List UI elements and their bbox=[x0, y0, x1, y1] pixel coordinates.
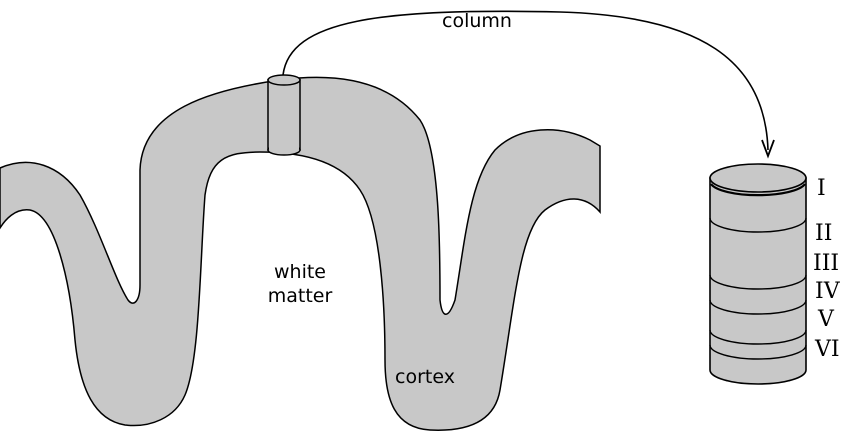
enlarged-column bbox=[710, 164, 806, 384]
layer-label-iv: IV bbox=[815, 279, 841, 304]
column-sample bbox=[268, 75, 300, 155]
layer-label-vi: VI bbox=[814, 337, 840, 362]
column-label: column bbox=[442, 10, 512, 32]
layer-label-ii: II bbox=[815, 221, 832, 246]
layer-label-i: I bbox=[817, 176, 826, 201]
column-sample-top bbox=[268, 75, 300, 85]
cortex-label: cortex bbox=[395, 366, 455, 388]
white-matter-label-line1: white bbox=[274, 261, 326, 283]
enlarged-column-top bbox=[710, 164, 806, 192]
layer-label-iii: III bbox=[813, 251, 839, 276]
enlarged-column-body bbox=[710, 178, 806, 384]
layer-label-v: V bbox=[817, 307, 835, 332]
white-matter-label-line2: matter bbox=[268, 285, 333, 307]
